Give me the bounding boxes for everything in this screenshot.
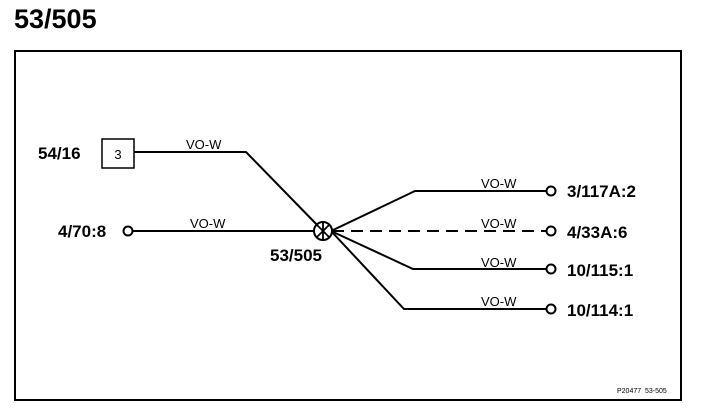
splice-label: 53/505 xyxy=(270,246,322,265)
wire-label-output-1: VO-W xyxy=(481,176,517,191)
terminal-output-1 xyxy=(545,185,557,197)
input-label-2: 4/70:8 xyxy=(58,222,106,241)
wire-input-1 xyxy=(134,151,324,232)
output-label-2: 4/33A:6 xyxy=(567,223,627,242)
connector-box-label: 3 xyxy=(114,147,121,162)
page-title: 53/505 xyxy=(14,4,97,34)
diagram-frame xyxy=(14,50,682,401)
connector-box xyxy=(101,138,135,169)
terminal-output-4 xyxy=(545,303,557,315)
wire-label-output-4: VO-W xyxy=(481,294,517,309)
output-label-4: 10/114:1 xyxy=(567,301,633,320)
wire-label-output-3: VO-W xyxy=(481,255,517,270)
wire-output-3 xyxy=(330,230,546,270)
wire-label-input-2: VO-W xyxy=(190,216,226,231)
splice-icon xyxy=(313,221,333,241)
wire-label-output-2: VO-W xyxy=(481,216,517,231)
input-label-1: 54/16 xyxy=(38,144,81,163)
terminal-input-2 xyxy=(122,225,134,237)
wire-label-input-1: VO-W xyxy=(186,137,222,152)
wire-output-1 xyxy=(330,190,546,232)
terminal-output-2 xyxy=(545,225,557,237)
terminal-output-3 xyxy=(545,263,557,275)
footer-ref: P20477 53-505 xyxy=(617,388,667,395)
output-label-1: 3/117A:2 xyxy=(567,182,636,201)
output-label-3: 10/115:1 xyxy=(567,261,633,280)
wire-output-4 xyxy=(330,230,546,310)
